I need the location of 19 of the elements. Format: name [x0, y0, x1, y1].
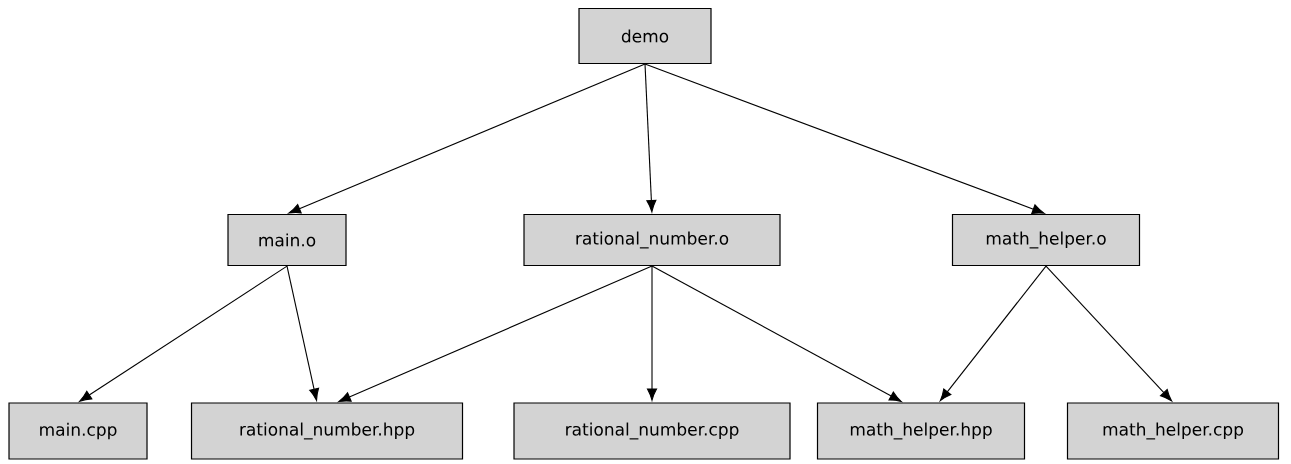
arrow — [288, 63, 646, 214]
arrow — [79, 265, 288, 402]
file-box: math_helper.hpp — [816, 402, 1026, 460]
file-box: rational_number.hpp — [190, 402, 464, 460]
arrow — [646, 265, 658, 401]
file-box: main.cpp — [8, 402, 148, 460]
file-box: rational_number.cpp — [513, 402, 791, 460]
arrow — [286, 265, 320, 401]
file-box: demo — [578, 7, 712, 65]
file-box: math_helper.cpp — [1066, 402, 1280, 460]
file-box: main.o — [227, 213, 347, 267]
file-box: math_helper.o — [951, 213, 1141, 267]
arrow — [644, 63, 657, 213]
arrow — [651, 265, 902, 402]
file-box: rational_number.o — [523, 213, 781, 267]
arrow — [1045, 265, 1173, 402]
arrow — [939, 265, 1047, 402]
arrow — [644, 63, 1045, 214]
arrow — [338, 265, 653, 403]
